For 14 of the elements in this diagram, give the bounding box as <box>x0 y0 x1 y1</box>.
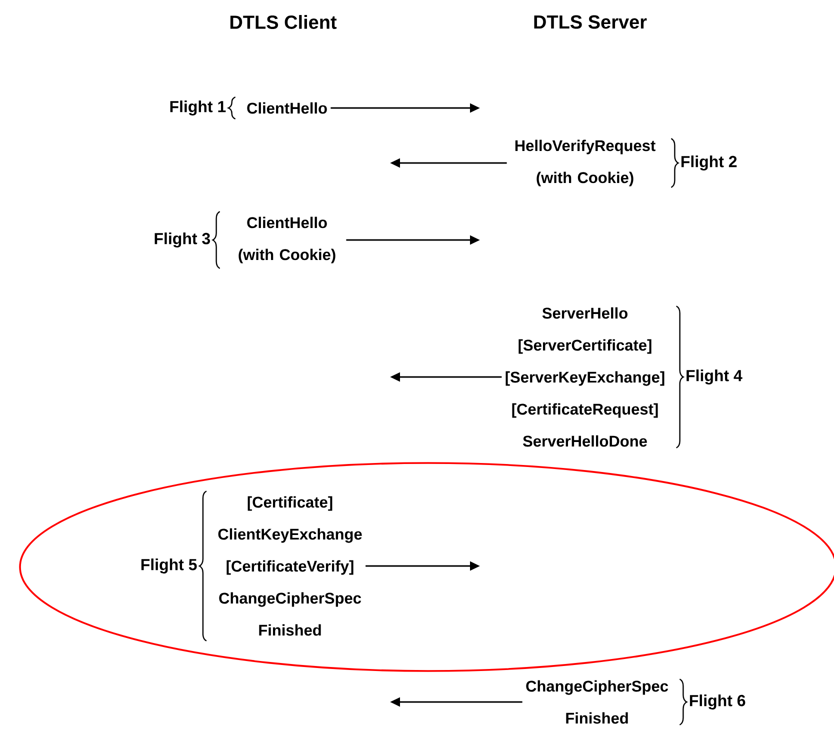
flight-label: Flight 6 <box>690 694 746 710</box>
column-heading: DTLS Server <box>534 15 647 29</box>
message-text: ClientHello <box>247 102 327 114</box>
flight-label: Flight 5 <box>141 558 197 574</box>
flight-label: Flight 1 <box>170 100 226 116</box>
flight-label: Flight 2 <box>681 156 737 170</box>
message-text: HelloVerifyRequest (with Cookie) <box>515 140 656 186</box>
message-text: [Certificate] ClientKeyExchange [CertificateVerify] ChangeCipherSpec Finished <box>218 496 362 636</box>
message-text: ClientHello (with Cookie) <box>238 216 336 264</box>
flight-label: Flight 3 <box>154 232 210 248</box>
column-heading: DTLS Client <box>230 15 337 29</box>
message-text: ChangeCipherSpec Finished <box>526 680 668 724</box>
message-text: ServerHello [ServerCertificate] [ServerKeyExchange] [CertificateRequest] ServerHelloDone <box>506 307 664 447</box>
flight-label: Flight 4 <box>686 370 742 384</box>
